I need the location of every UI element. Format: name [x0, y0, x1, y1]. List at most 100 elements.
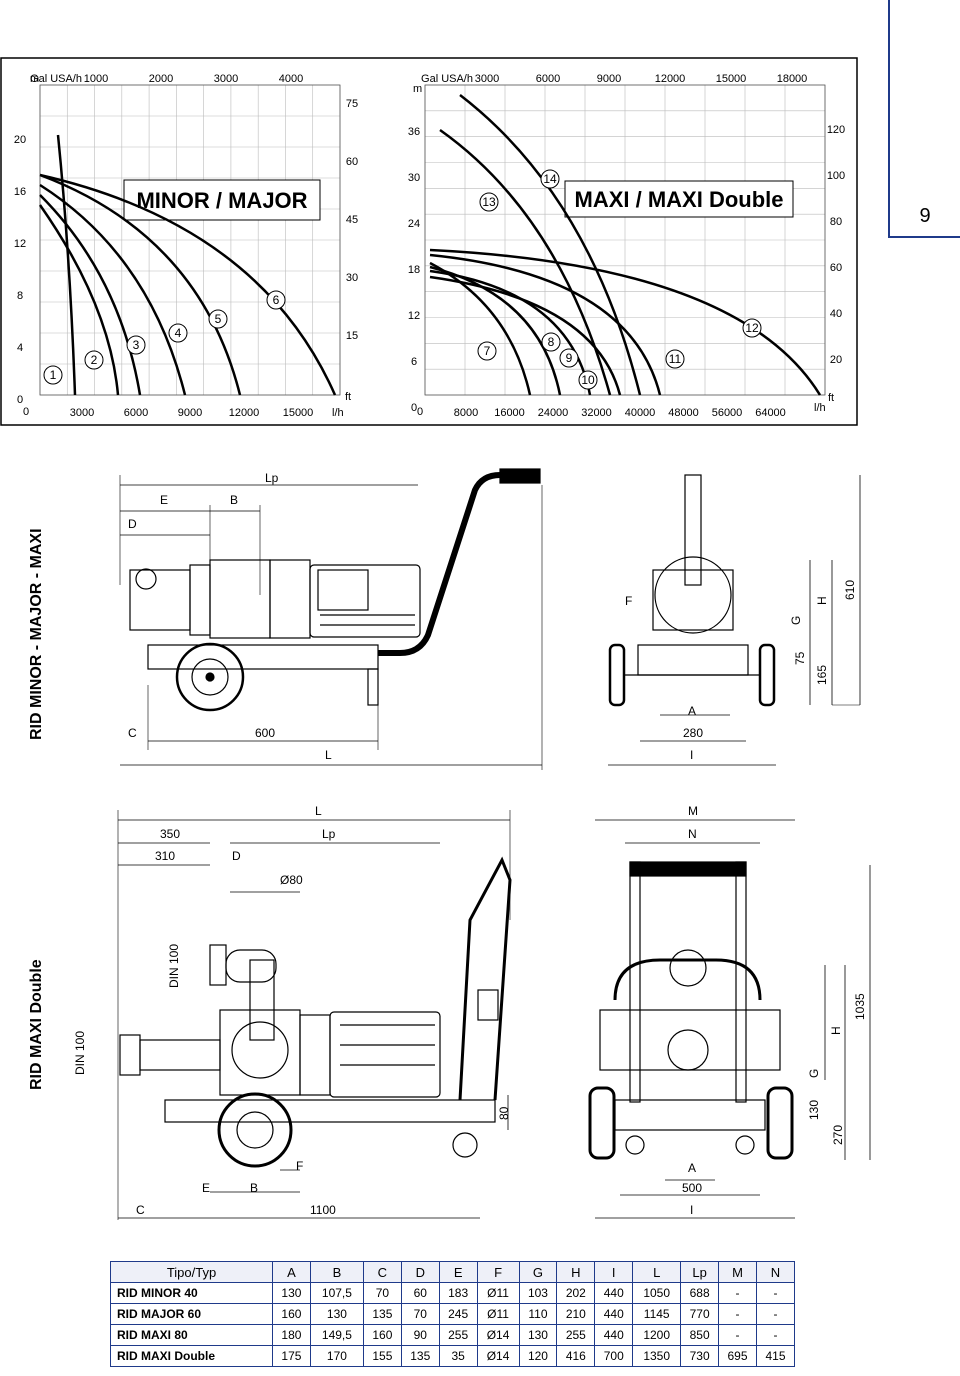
right-tick: 60 — [830, 262, 842, 274]
dim-m: M — [688, 804, 698, 818]
dim-80: Ø80 — [280, 873, 303, 887]
column-header: Lp — [680, 1261, 720, 1283]
table-cell: 160 — [362, 1324, 402, 1346]
table-cell: RID MAJOR 60 — [110, 1303, 273, 1325]
bottom-tick: 56000 — [712, 407, 743, 419]
pump-curve — [429, 269, 592, 396]
top-tick: 4000 — [279, 73, 303, 85]
curve-label: 10 — [581, 373, 595, 387]
bottom-tick: 3000 — [70, 407, 94, 419]
dim-f: F — [296, 1159, 303, 1173]
table-cell: 415 — [755, 1345, 796, 1367]
table-cell: 730 — [680, 1345, 720, 1367]
curve-label: 8 — [548, 335, 555, 349]
dim-lp: Lp — [265, 471, 279, 485]
bottom-tick-zero: 0 — [23, 406, 29, 418]
dim-g: G — [789, 616, 803, 625]
pump-curve — [39, 194, 142, 396]
table-cell: 180 — [272, 1324, 311, 1346]
table-cell: 695 — [718, 1345, 757, 1367]
table-cell: 255 — [556, 1324, 596, 1346]
section1-title: RID MINOR - MAJOR - MAXI — [28, 528, 45, 740]
table-cell: Ø14 — [476, 1324, 520, 1346]
pump-curve — [39, 183, 187, 396]
pump-curve — [429, 275, 622, 396]
dim-350: 350 — [160, 827, 180, 841]
table-cell: 1145 — [632, 1303, 682, 1325]
left-tick: 4 — [17, 342, 23, 354]
dim-din-top: DIN 100 — [167, 944, 181, 988]
bottom-unit: l/h — [814, 402, 826, 414]
top-unit: Gal USA/h — [421, 73, 473, 85]
dim-a: A — [688, 704, 696, 718]
table-cell: 850 — [680, 1324, 720, 1346]
pump-curve — [429, 253, 662, 396]
left-tick: 24 — [408, 218, 420, 230]
column-header: M — [718, 1261, 757, 1283]
dim-1100: 1100 — [310, 1203, 336, 1217]
dim-h: H — [829, 1026, 843, 1035]
pump-curve — [56, 134, 77, 396]
right-tick: 60 — [346, 156, 358, 168]
right-tick: 80 — [830, 216, 842, 228]
table-cell: 440 — [594, 1282, 634, 1304]
right-unit: ft — [345, 391, 351, 403]
curve-label: 3 — [133, 338, 140, 352]
table-cell: 210 — [556, 1303, 596, 1325]
left-tick: 12 — [408, 310, 420, 322]
curve-label: 1 — [50, 368, 57, 382]
table-cell: 440 — [594, 1324, 634, 1346]
dim-1035: 1035 — [853, 993, 867, 1020]
table-cell: Ø14 — [476, 1345, 520, 1367]
dim-600: 600 — [255, 726, 275, 740]
left-tick: 20 — [14, 134, 26, 146]
dim-c: C — [136, 1203, 145, 1217]
right-tick: 20 — [830, 354, 842, 366]
right-unit: ft — [828, 392, 834, 404]
dim-75: 75 — [793, 651, 807, 665]
bottom-tick: 16000 — [494, 407, 525, 419]
table-cell: 35 — [438, 1345, 478, 1367]
table-cell: 440 — [594, 1303, 634, 1325]
left-tick: 36 — [408, 126, 420, 138]
bottom-tick-zero: 0 — [417, 406, 423, 418]
pump-curves-frame — [0, 57, 858, 426]
column-header: G — [518, 1261, 558, 1283]
dim-d: D — [128, 517, 137, 531]
dim-l: L — [325, 748, 332, 762]
table-cell: 70 — [362, 1282, 402, 1304]
rid-minor-major-maxi-drawing: Lp E B D C 600 L F A 280 I G H 75 165 61… — [119, 468, 861, 770]
left-tick: 12 — [14, 238, 26, 250]
curve-label: 11 — [669, 352, 682, 366]
column-header: I — [594, 1261, 634, 1283]
pump-curve — [38, 204, 120, 396]
column-header: E — [438, 1261, 478, 1283]
table-cell: 120 — [518, 1345, 558, 1367]
top-unit: Gal USA/h — [30, 73, 82, 85]
top-tick: 9000 — [597, 73, 621, 85]
table-cell: 1350 — [632, 1345, 682, 1367]
top-tick: 3000 — [475, 73, 499, 85]
bottom-tick: 6000 — [124, 407, 148, 419]
dim-n: N — [688, 827, 697, 841]
top-tick: 3000 — [214, 73, 238, 85]
table-cell: 255 — [438, 1324, 478, 1346]
right-tick: 30 — [346, 272, 358, 284]
column-header: D — [400, 1261, 440, 1283]
top-tick: 2000 — [149, 73, 173, 85]
table-cell: 110 — [518, 1303, 558, 1325]
pump-curve — [429, 248, 822, 396]
dim-b: B — [230, 493, 238, 507]
chart-title: MINOR / MAJOR — [136, 188, 307, 213]
top-tick: 6000 — [536, 73, 560, 85]
table-cell: Ø11 — [476, 1282, 520, 1304]
table-cell: 770 — [680, 1303, 720, 1325]
curve-label: 7 — [484, 344, 491, 358]
